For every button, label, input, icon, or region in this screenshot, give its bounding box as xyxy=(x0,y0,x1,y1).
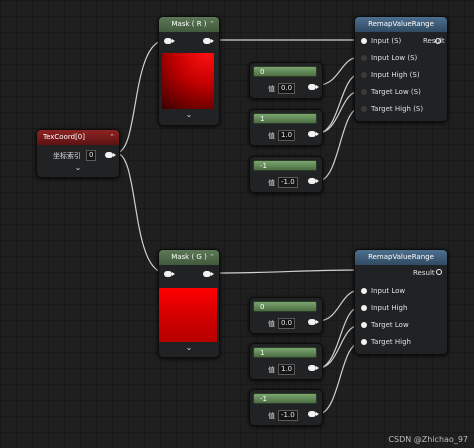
remap-top-pin-label: Target High (S) xyxy=(371,105,424,113)
remap-top-result-pin[interactable] xyxy=(435,38,441,44)
remap-top-input-high-pin[interactable] xyxy=(361,72,367,78)
texcoord-index-field[interactable]: 0 xyxy=(86,150,97,161)
constant-output-pin[interactable] xyxy=(308,178,319,184)
remap-top-result-label: Result xyxy=(423,37,445,45)
remap-bottom-input-low-pin[interactable] xyxy=(361,288,367,294)
mask-r-output-pin[interactable] xyxy=(203,38,214,44)
constant-value-field[interactable]: 1 xyxy=(253,113,317,124)
texcoord-header[interactable]: TexCoord[0] ⌃ xyxy=(37,130,119,145)
remap-top-header[interactable]: RemapValueRange xyxy=(355,17,447,32)
remap-top-pin-label: Input Low (S) xyxy=(371,54,418,62)
constant-node[interactable]: -1 值 -1.0 xyxy=(249,389,323,426)
remap-top-target-low-pin[interactable] xyxy=(361,89,367,95)
constant-value-field[interactable]: 0 xyxy=(253,66,317,77)
remap-top-node[interactable]: RemapValueRange Input (S) Result Input L… xyxy=(354,16,448,122)
constant-node[interactable]: -1 值 -1.0 xyxy=(249,156,323,193)
mask-r-title: Mask ( R ) xyxy=(171,20,207,28)
mask-g-title: Mask ( G ) xyxy=(171,253,207,261)
remap-bottom-pin-label: Target High xyxy=(371,338,411,346)
wire-texcoord-to-mask-r xyxy=(115,39,167,154)
wire-mask-g-to-remap xyxy=(213,269,361,274)
constant-node[interactable]: 1 值 1.0 xyxy=(249,109,323,146)
texcoord-output-pin[interactable] xyxy=(105,152,116,158)
mask-g-output-pin[interactable] xyxy=(203,271,214,277)
remap-top-input-low-pin[interactable] xyxy=(361,55,367,61)
mask-r-input-pin[interactable] xyxy=(164,38,175,44)
constant-output-pin[interactable] xyxy=(308,319,319,325)
remap-bottom-pin-label: Target Low xyxy=(371,321,409,329)
remap-bottom-pin-label: Input Low xyxy=(371,287,406,295)
constant-output-pin[interactable] xyxy=(308,84,319,90)
constant-output-pin[interactable] xyxy=(308,131,319,137)
constant-label: 值 xyxy=(268,412,275,420)
mask-r-preview xyxy=(162,53,214,109)
remap-top-pin-label: Target Low (S) xyxy=(371,88,421,96)
constant-number-box[interactable]: 1.0 xyxy=(278,364,296,375)
constant-label: 值 xyxy=(268,85,275,93)
wire-texcoord-to-mask-g xyxy=(115,152,167,274)
texcoord-field-label: 坐标索引 xyxy=(53,152,81,160)
wire-constm1-bottom xyxy=(317,342,361,415)
remap-top-input-pin[interactable] xyxy=(361,38,367,44)
remap-top-target-high-pin[interactable] xyxy=(361,106,367,112)
constant-output-pin[interactable] xyxy=(308,411,319,417)
expand-icon[interactable]: ⌄ xyxy=(185,110,193,119)
constant-label: 值 xyxy=(268,179,275,187)
remap-top-pin-label: Input High (S) xyxy=(371,71,420,79)
mask-r-header[interactable]: Mask ( R ) ⌃ xyxy=(159,17,219,32)
constant-label: 值 xyxy=(268,320,275,328)
mask-g-preview xyxy=(159,288,217,342)
constant-value-field[interactable]: 0 xyxy=(253,301,317,312)
expand-icon[interactable]: ⌄ xyxy=(74,163,82,172)
constant-value-field[interactable]: 1 xyxy=(253,347,317,358)
remap-bottom-title: RemapValueRange xyxy=(368,253,434,261)
remap-bottom-node[interactable]: RemapValueRange Result Input Low Input H… xyxy=(354,249,448,355)
texcoord-node[interactable]: TexCoord[0] ⌃ 坐标索引 0 ⌄ xyxy=(36,129,120,178)
collapse-icon[interactable]: ⌃ xyxy=(109,133,115,141)
constant-number-box[interactable]: -1.0 xyxy=(278,177,298,188)
mask-g-header[interactable]: Mask ( G ) ⌃ xyxy=(159,250,219,265)
remap-bottom-target-low-pin[interactable] xyxy=(361,322,367,328)
remap-top-pin-label: Input (S) xyxy=(371,37,402,45)
constant-label: 值 xyxy=(268,132,275,140)
remap-bottom-input-high-pin[interactable] xyxy=(361,305,367,311)
constant-output-pin[interactable] xyxy=(308,365,319,371)
constant-number-box[interactable]: 0.0 xyxy=(278,318,296,329)
remap-bottom-result-label: Result xyxy=(413,269,435,277)
constant-number-box[interactable]: 0.0 xyxy=(278,83,296,94)
mask-g-node[interactable]: Mask ( G ) ⌃ ⌄ xyxy=(158,249,220,358)
collapse-icon[interactable]: ⌃ xyxy=(209,253,215,261)
remap-bottom-result-pin[interactable] xyxy=(436,269,442,275)
constant-number-box[interactable]: -1.0 xyxy=(278,410,298,421)
watermark: CSDN @Zhichao_97 xyxy=(388,435,468,444)
collapse-icon[interactable]: ⌃ xyxy=(209,20,215,28)
constant-number-box[interactable]: 1.0 xyxy=(278,130,296,141)
remap-bottom-pin-label: Input High xyxy=(371,304,408,312)
mask-g-input-pin[interactable] xyxy=(164,271,175,277)
constant-value-field[interactable]: -1 xyxy=(253,393,317,404)
constant-node[interactable]: 1 值 1.0 xyxy=(249,343,323,380)
remap-top-title: RemapValueRange xyxy=(368,20,434,28)
constant-node[interactable]: 0 值 0.0 xyxy=(249,297,323,334)
constant-node[interactable]: 0 值 0.0 xyxy=(249,62,323,99)
remap-bottom-header[interactable]: RemapValueRange xyxy=(355,250,447,265)
constant-value-field[interactable]: -1 xyxy=(253,160,317,171)
mask-r-node[interactable]: Mask ( R ) ⌃ ⌄ xyxy=(158,16,220,126)
expand-icon[interactable]: ⌄ xyxy=(185,343,193,352)
remap-bottom-target-high-pin[interactable] xyxy=(361,339,367,345)
texcoord-title: TexCoord[0] xyxy=(43,133,85,141)
constant-label: 值 xyxy=(268,366,275,374)
